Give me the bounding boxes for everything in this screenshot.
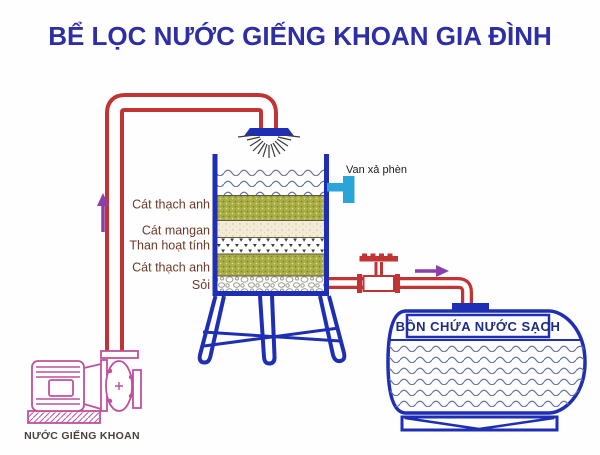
gate-valve xyxy=(357,253,400,293)
layer-activated-carbon xyxy=(217,237,324,254)
clean-tank-base xyxy=(400,415,559,432)
flow-arrow-right xyxy=(415,265,449,277)
flow-arrow-up xyxy=(97,193,109,232)
well-pump xyxy=(27,350,142,424)
pump-top-flange xyxy=(100,350,139,359)
tank-wall-right xyxy=(324,154,329,296)
layer-quartz-sand-bottom xyxy=(217,254,324,276)
layer-label-quartz-sand-bottom: Cát thạch anh xyxy=(132,261,210,275)
clean-water-waves xyxy=(389,343,584,411)
pump-outlet-flange xyxy=(132,369,142,409)
layer-label-quartz-sand-top: Cát thạch anh xyxy=(132,198,210,212)
layer-boundaries xyxy=(217,195,324,277)
page-title: BỂ LỌC NƯỚC GIẾNG KHOAN GIA ĐÌNH xyxy=(48,21,552,51)
drain-valve-label: Van xả phèn xyxy=(346,164,407,176)
filter-tank-stand xyxy=(197,295,347,366)
inlet-pipe xyxy=(105,93,278,356)
tank-inlet-collar xyxy=(452,303,489,311)
layer-manganese-sand xyxy=(217,220,324,238)
tank-wall-left xyxy=(212,154,218,296)
pump-label: NƯỚC GIẾNG KHOAN xyxy=(24,429,140,442)
raw-water-waves xyxy=(217,166,324,197)
outlet-pipe xyxy=(329,277,473,307)
layer-label-activated-carbon: Than hoạt tính xyxy=(129,239,210,253)
layer-label-manganese-sand: Cát mangan xyxy=(142,224,210,238)
clean-water-tank: BỒN CHỨA NƯỚC SẠCH xyxy=(386,303,587,432)
layer-gravel xyxy=(217,276,324,291)
tank-bottom xyxy=(212,291,329,296)
layer-label-gravel: Sỏi xyxy=(192,278,210,292)
filter-tank xyxy=(212,154,329,296)
pump-base xyxy=(27,410,101,424)
layer-quartz-sand-top xyxy=(217,195,324,221)
drain-valve xyxy=(327,176,355,203)
clean-tank-label-box xyxy=(405,313,551,339)
clean-tank-label: BỒN CHỨA NƯỚC SẠCH xyxy=(396,319,561,334)
spray-lines xyxy=(237,134,301,158)
shower-head xyxy=(244,128,294,136)
